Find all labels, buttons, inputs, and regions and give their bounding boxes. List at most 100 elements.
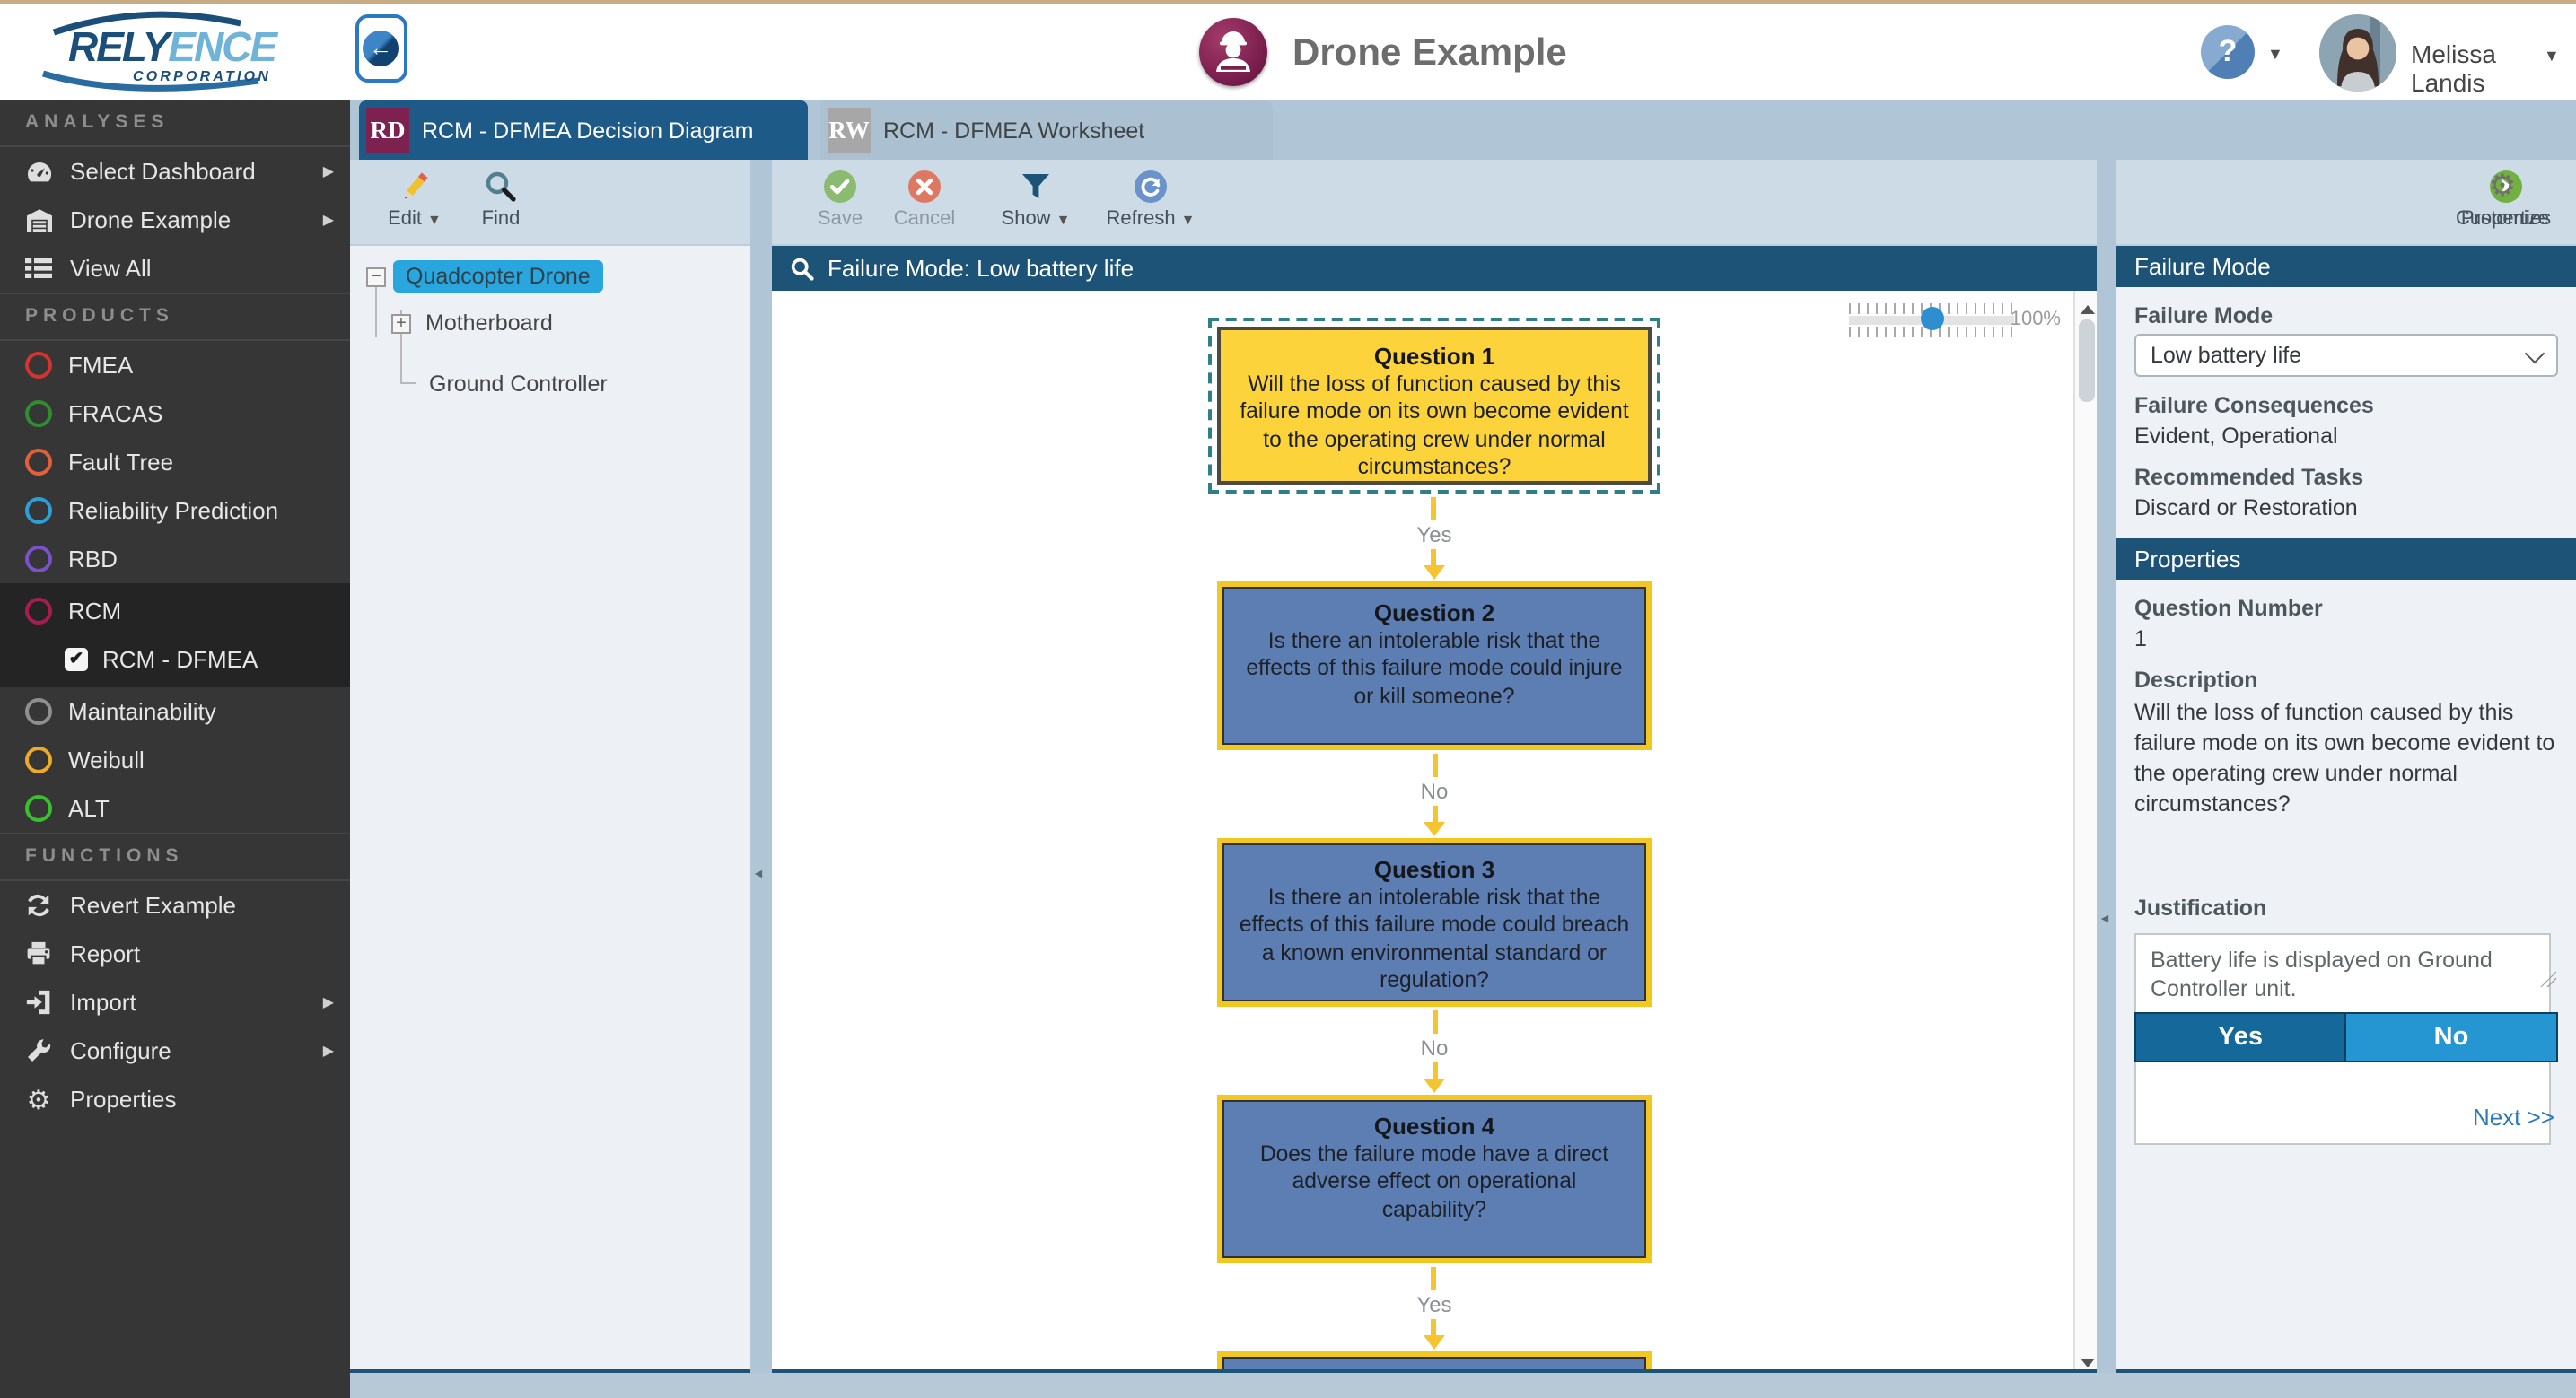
scrollbar-thumb[interactable]: [2079, 319, 2095, 402]
tree-item-label-selected[interactable]: Quadcopter Drone: [393, 260, 603, 293]
sidebar-item-reliability-prediction[interactable]: Reliability Prediction: [0, 486, 350, 535]
resize-handle-icon[interactable]: [2540, 971, 2556, 987]
user-dropdown-caret[interactable]: ▼: [2544, 47, 2560, 65]
save-button[interactable]: Save: [804, 167, 876, 230]
next-link[interactable]: Next >>: [2472, 1104, 2554, 1131]
question-node-1[interactable]: Question 1 Will the loss of function cau…: [1217, 327, 1652, 485]
sidebar-item-rcm-dfmea[interactable]: ✔ RCM - DFMEA: [0, 635, 350, 684]
sidebar-item-weibull[interactable]: Weibull: [0, 736, 350, 784]
question-node-3[interactable]: Question 3 Is there an intolerable risk …: [1217, 838, 1652, 1007]
checked-checkbox-icon[interactable]: ✔: [65, 648, 88, 671]
tab-rcm-dfmea-worksheet[interactable]: RW RCM - DFMEA Worksheet: [820, 100, 1273, 160]
question-node-11[interactable]: Question 11: [1217, 1351, 1652, 1369]
question-number-label: Question Number: [2134, 596, 2323, 621]
zoom-slider-handle[interactable]: [1921, 307, 1944, 330]
cancel-x-icon: [883, 167, 966, 206]
tree-properties-button[interactable]: Properties: [2450, 167, 2562, 230]
search-icon: [465, 167, 537, 206]
rbd-circle-icon: [25, 546, 52, 572]
scroll-down-arrow[interactable]: [2075, 1344, 2097, 1369]
sidebar-item-import[interactable]: Import ▶: [0, 978, 350, 1027]
question-node-4[interactable]: Question 4 Does the failure mode have a …: [1217, 1095, 1652, 1263]
user-name[interactable]: Melissa Landis: [2411, 39, 2496, 97]
tree-connector: [400, 310, 402, 382]
sidebar-item-label: Select Dashboard: [70, 158, 256, 185]
sidebar-item-report[interactable]: Report: [0, 930, 350, 978]
edit-button[interactable]: Edit▼: [375, 167, 454, 230]
collapse-sidebar-button[interactable]: ←: [355, 14, 407, 83]
help-dropdown-caret[interactable]: ▼: [2267, 45, 2283, 63]
no-button[interactable]: No: [2346, 1014, 2556, 1061]
tree-item-motherboard[interactable]: + Motherboard: [391, 307, 560, 339]
customize-button[interactable]: ⚙ Customize: [2447, 167, 2558, 230]
logo-swoosh-top: [52, 11, 241, 36]
sidebar-item-label: Import: [70, 989, 136, 1016]
sidebar-item-configure[interactable]: Configure ▶: [0, 1027, 350, 1075]
expand-expander-icon[interactable]: +: [391, 313, 411, 333]
canvas-vertical-scrollbar[interactable]: [2073, 291, 2097, 1369]
sidebar-item-label: Weibull: [68, 747, 145, 773]
sidebar-item-label: Report: [70, 940, 141, 967]
collapse-left-panel-icon[interactable]: ◄: [752, 869, 765, 881]
chevron-down-icon: [2524, 342, 2545, 363]
logo-swoosh-bottom: [42, 70, 259, 92]
sidebar-item-fmea[interactable]: FMEA: [0, 341, 350, 389]
tree-connector: [375, 285, 377, 337]
system-tree-panel: − Quadcopter Drone + Motherboard Ground …: [350, 246, 750, 1373]
edge-label: No: [1420, 1035, 1449, 1061]
yes-button[interactable]: Yes: [2136, 1014, 2346, 1061]
collapse-right-panel-icon[interactable]: ◄: [2098, 913, 2111, 926]
collapse-expander-icon[interactable]: −: [366, 266, 386, 286]
justification-label: Justification: [2134, 895, 2267, 920]
scroll-up-arrow[interactable]: [2075, 291, 2097, 316]
user-avatar[interactable]: [2319, 14, 2396, 92]
properties-header: Properties: [2116, 538, 2576, 580]
question-node-2[interactable]: Question 2 Is there an intolerable risk …: [1217, 581, 1652, 750]
filter-funnel-icon: [991, 167, 1081, 206]
zoom-slider[interactable]: [1849, 303, 2014, 339]
fault-tree-circle-icon: [25, 449, 52, 476]
find-button[interactable]: Find: [465, 167, 537, 230]
maintainability-circle-icon: [25, 698, 52, 725]
sidebar-item-alt[interactable]: ALT: [0, 784, 350, 833]
sidebar-section-functions: FUNCTIONS: [0, 833, 350, 881]
sidebar-item-properties[interactable]: ⚙ Properties: [0, 1075, 350, 1123]
decision-diagram-panel: Failure Mode: Low battery life 100%: [772, 246, 2097, 1373]
sync-icon: [23, 891, 54, 920]
failure-mode-header: Failure Mode: [2116, 246, 2576, 287]
tree-item-quadcopter-drone[interactable]: − Quadcopter Drone: [366, 260, 603, 293]
sidebar-nav: ANALYSES Select Dashboard ▶ Drone Exampl…: [0, 100, 350, 1398]
refresh-button[interactable]: Refresh▼: [1099, 167, 1203, 230]
page-title: Drone Example: [1292, 32, 1567, 74]
diagram-title-bar: Failure Mode: Low battery life: [772, 246, 2097, 291]
rw-tab-badge: RW: [828, 108, 871, 153]
tab-rcm-dfmea-decision-diagram[interactable]: RD RCM - DFMEA Decision Diagram: [359, 100, 808, 160]
sidebar-item-rcm[interactable]: RCM: [0, 587, 350, 635]
sidebar-item-fracas[interactable]: FRACAS: [0, 389, 350, 438]
help-icon[interactable]: ?: [2201, 25, 2255, 79]
cancel-button[interactable]: Cancel: [883, 167, 966, 230]
sidebar-item-maintainability[interactable]: Maintainability: [0, 687, 350, 736]
splitter-left[interactable]: ◄: [750, 160, 772, 1373]
sidebar-item-label: RCM - DFMEA: [102, 646, 258, 673]
logo-subtitle: CORPORATION: [133, 68, 272, 84]
tree-item-ground-controller[interactable]: Ground Controller: [422, 368, 615, 400]
tab-label: RCM - DFMEA Worksheet: [883, 118, 1145, 143]
sidebar-item-label: Drone Example: [70, 206, 232, 233]
sidebar-item-revert-example[interactable]: Revert Example: [0, 881, 350, 930]
failure-mode-select[interactable]: Low battery life: [2134, 334, 2558, 377]
sidebar-item-label: Properties: [70, 1086, 177, 1113]
sidebar-item-view-all[interactable]: View All: [0, 244, 350, 293]
diagram-canvas[interactable]: 100% Question 1 Will the loss of functio…: [772, 291, 2097, 1369]
sidebar-item-drone-example[interactable]: Drone Example ▶: [0, 196, 350, 244]
edge-yes: Yes: [1416, 494, 1452, 581]
sidebar-item-select-dashboard[interactable]: Select Dashboard ▶: [0, 147, 350, 196]
app-header: RELYENCE CORPORATION ← Drone Example ? ▼: [0, 4, 2576, 100]
sidebar-item-fault-tree[interactable]: Fault Tree: [0, 438, 350, 486]
splitter-right[interactable]: ◄: [2097, 160, 2116, 1373]
tree-item-label[interactable]: Ground Controller: [429, 371, 608, 397]
sidebar-item-rbd[interactable]: RBD: [0, 535, 350, 583]
tree-item-label[interactable]: Motherboard: [425, 310, 553, 336]
show-button[interactable]: Show▼: [991, 167, 1081, 230]
